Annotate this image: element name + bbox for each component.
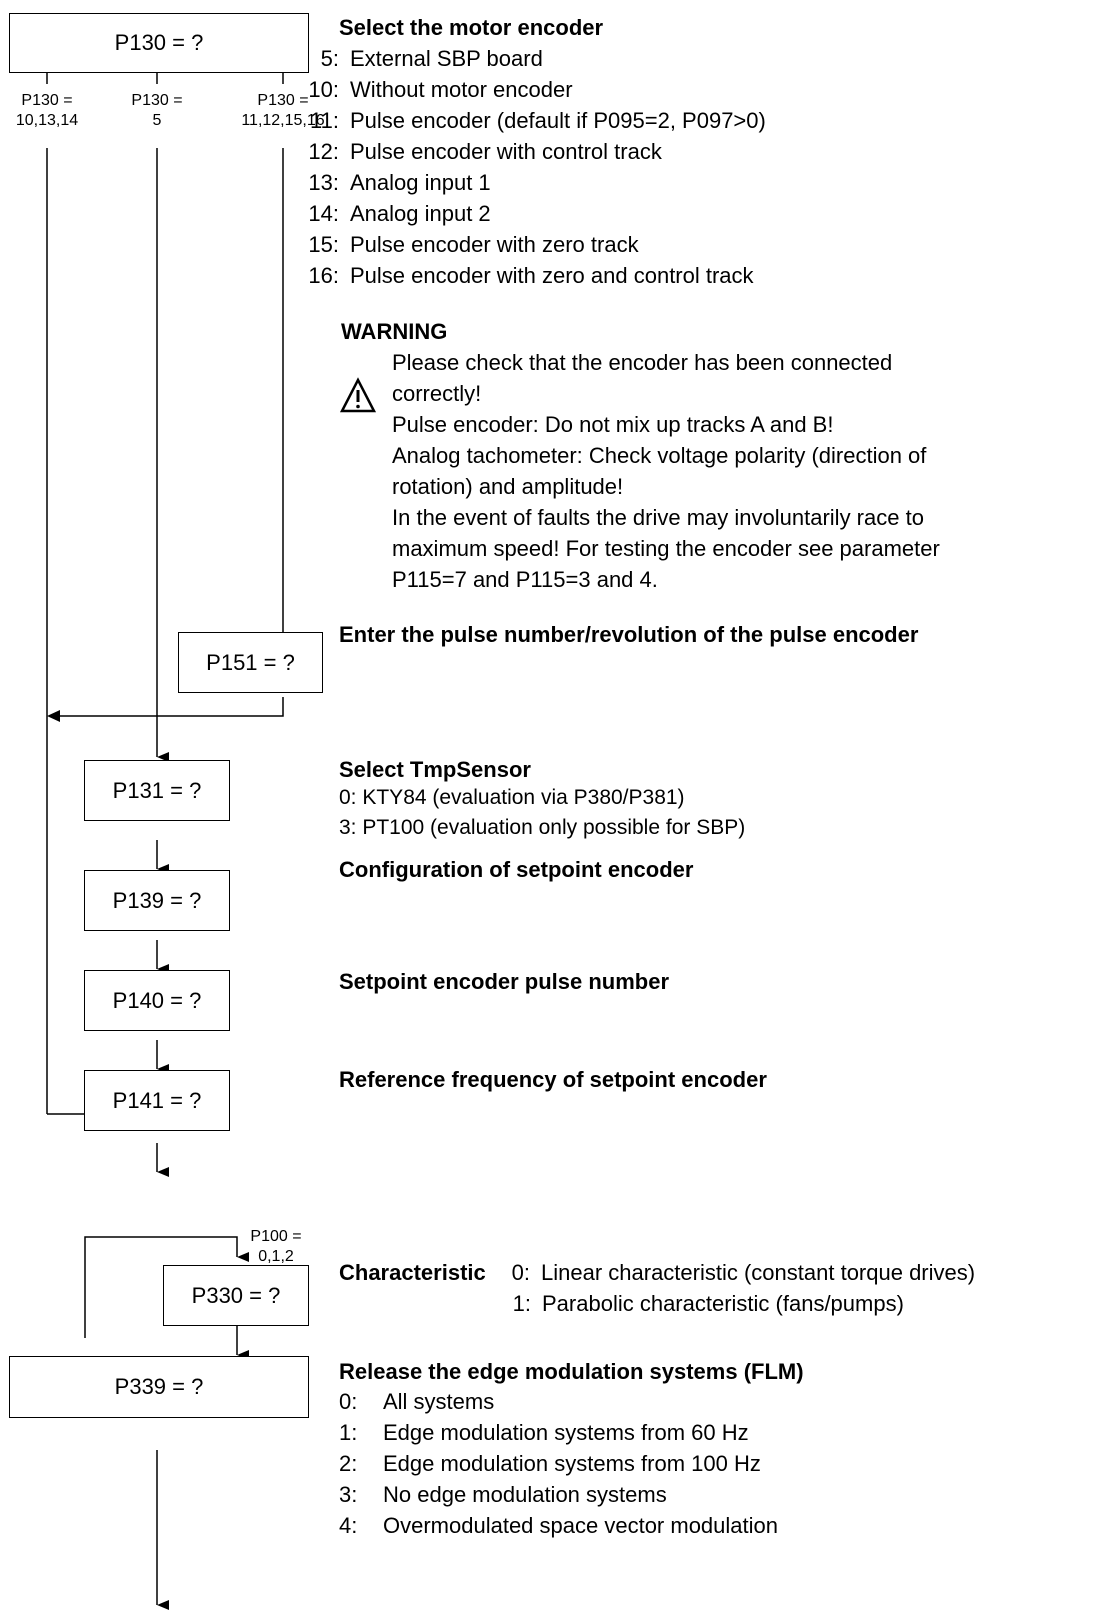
characteristic-title: Characteristic [339, 1260, 486, 1285]
warning-line-2: correctly! [392, 381, 482, 406]
branch-label-right: P130 =11,12,15,16 [241, 92, 325, 129]
branch-label-mid: P130 =5 [131, 92, 183, 129]
flm-options: 0:All systems 1:Edge modulation systems … [339, 1386, 778, 1541]
tmp-sensor-option-1: 3: PT100 (evaluation only possible for S… [339, 816, 746, 839]
pulse-number-title: Enter the pulse number/revolution of the… [339, 622, 919, 647]
branch-label-left: P130 =10,13,14 [15, 92, 79, 129]
tmp-sensor-title: Select TmpSensor [339, 757, 531, 782]
list-item: 14:Analog input 2 [308, 201, 491, 226]
motor-encoder-title: Select the motor encoder [339, 15, 604, 40]
warning-line-5: rotation) and amplitude! [392, 474, 624, 499]
tmp-sensor-option-0: 0: KTY84 (evaluation via P380/P381) [339, 786, 685, 809]
list-item: 10:Without motor encoder [308, 77, 573, 102]
p139-box: P139 = ? [84, 870, 230, 931]
characteristic-options: 0:Linear characteristic (constant torque… [508, 1257, 975, 1288]
setpoint-pulse-title: Setpoint encoder pulse number [339, 969, 670, 994]
list-item: 13:Analog input 1 [308, 170, 491, 195]
list-item: 12:Pulse encoder with control track [308, 139, 662, 164]
list-item: 16:Pulse encoder with zero and control t… [308, 263, 754, 288]
setpoint-config-title: Configuration of setpoint encoder [339, 857, 694, 882]
flm-title: Release the edge modulation systems (FLM… [339, 1359, 804, 1384]
p100-branch-line [84, 1236, 249, 1338]
warning-title: WARNING [341, 319, 448, 344]
warning-line-3: Pulse encoder: Do not mix up tracks A an… [392, 412, 834, 437]
p131-box: P131 = ? [84, 760, 230, 821]
p130-box: P130 = ? [9, 13, 309, 73]
p140-box: P140 = ? [84, 970, 230, 1031]
list-item: 2:Edge modulation systems from 100 Hz [339, 1451, 761, 1476]
branch-label-p100: P100 =0,1,2 [250, 1228, 302, 1265]
warning-line-6: In the event of faults the drive may inv… [392, 505, 924, 530]
p141-box: P141 = ? [84, 1070, 230, 1131]
warning-line-1: Please check that the encoder has been c… [392, 350, 893, 375]
setpoint-ref-title: Reference frequency of setpoint encoder [339, 1067, 767, 1092]
list-item: 1:Edge modulation systems from 60 Hz [339, 1420, 749, 1445]
list-item: 1:Parabolic characteristic (fans/pumps) [512, 1291, 904, 1316]
p330-box: P330 = ? [163, 1265, 309, 1326]
p151-box: P151 = ? [178, 632, 323, 693]
list-item: 11:Pulse encoder (default if P095=2, P09… [310, 108, 766, 133]
warning-line-4: Analog tachometer: Check voltage polarit… [392, 443, 927, 468]
motor-encoder-options: 5:External SBP board 10:Without motor en… [306, 43, 766, 291]
list-item: 3:No edge modulation systems [339, 1482, 667, 1507]
arrow-into-left-line [47, 710, 60, 722]
list-item: 4:Overmodulated space vector modulation [339, 1513, 778, 1538]
list-item: 0:All systems [339, 1389, 495, 1414]
p151-return-line [58, 697, 284, 717]
list-item: 5:External SBP board [320, 46, 543, 71]
list-item: 15:Pulse encoder with zero track [308, 232, 639, 257]
list-item: 0:Linear characteristic (constant torque… [511, 1260, 976, 1285]
warning-line-7: maximum speed! For testing the encoder s… [392, 536, 940, 561]
warning-line-8: P115=7 and P115=3 and 4. [392, 567, 658, 592]
warning-icon [339, 377, 377, 413]
characteristic-options-2: 1:Parabolic characteristic (fans/pumps) [509, 1288, 904, 1319]
p339-box: P339 = ? [9, 1356, 309, 1418]
